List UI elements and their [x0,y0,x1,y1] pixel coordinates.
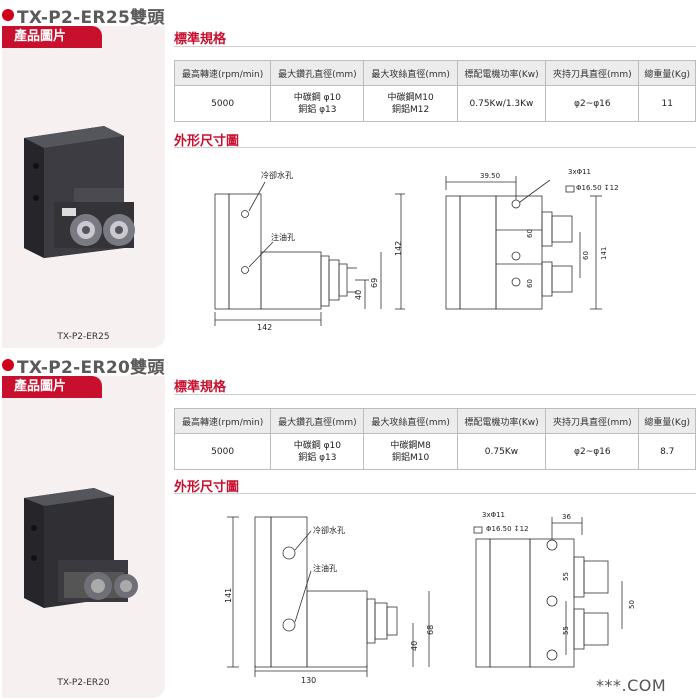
dim-40-label: 40 [410,641,419,651]
spec-table: 最高轉速(rpm/min) 最大鑽孔直徑(mm) 最大攻絲直徑(mm) 標配電機… [173,408,696,470]
photo-caption: TX-P2-ER25 [57,332,110,342]
dim-50-label: 50 [628,600,636,609]
oil-hole-label: 注油孔 [271,232,295,242]
spec-header-cell: 最高轉速(rpm/min) [173,408,272,434]
spec-heading: 標準規格 [174,380,227,395]
spec-header-cell: 最大鑽孔直徑(mm) [270,60,365,86]
spec-value-cell: 中碳鋼M10 銅鋁M12 [363,85,458,122]
dim-36-label: 36 [562,513,571,521]
oil-hole-label: 注油孔 [313,563,337,573]
spec-header-cell: 夾持刀具直徑(mm) [545,408,640,434]
dim-width-label: 142 [257,323,272,332]
dim-60-label: 60 [582,251,590,260]
coolant-hole-label: 冷卻水孔 [313,525,345,535]
spec-value-cell: 5000 [173,433,272,470]
spec-value-cell: 5000 [173,85,272,122]
spec-value-cell: 11 [638,85,696,122]
spec-header-cell: 最大攻絲直徑(mm) [363,60,458,86]
product-section-er20: TX-P2-ER20雙頭 產品圖片 TX-P2-ER20 標準規格 最高轉速(r… [0,350,700,700]
heading-divider [174,493,696,494]
heading-divider [174,147,696,148]
watermark-text: ***.COM [596,676,667,695]
dim-60-label: 60 [526,229,534,238]
spec-value-cell: 0.75Kw/1.3Kw [456,85,547,122]
hole-spec-label: 3xΦ11 [568,168,591,176]
photo-tab-label: 產品圖片 [2,26,102,48]
heading-divider [174,394,696,395]
dimension-heading: 外形尺寸圖 [174,134,240,149]
spec-value-cell: φ2~φ16 [545,85,640,122]
counterbore-label: Φ16.50 ↧12 [486,525,529,533]
front-view-drawing: 39.50 3xΦ11 Φ16.50 ↧12 60 60 60 141 [445,168,619,310]
spec-header-cell: 總重量(Kg) [638,60,696,86]
hole-spec-label: 3xΦ11 [482,511,505,519]
product-title-row: TX-P2-ER25雙頭 [2,4,165,28]
bullet-dot-icon [2,9,14,21]
spec-header-cell: 標配電機功率(Kw) [456,60,547,86]
product-photo-panel: 產品圖片 TX-P2-ER20 [2,376,165,698]
dim-60-label: 60 [526,279,534,288]
spec-value-cell: 中碳鋼 φ10 銅鋁 φ13 [270,85,365,122]
spec-value-row: 5000 中碳鋼 φ10 銅鋁 φ13 中碳鋼M10 銅鋁M12 0.75Kw/… [173,85,696,122]
product-title-row: TX-P2-ER20雙頭 [2,354,165,378]
dim-height-label: 141 [225,588,233,603]
spec-header-cell: 總重量(Kg) [638,408,696,434]
dim-55-label: 55 [562,572,570,581]
front-view-drawing: 3xΦ11 Φ16.50 ↧12 36 55 55 50 [473,511,636,668]
photo-caption: TX-P2-ER20 [57,678,110,688]
dim-69-label: 69 [370,278,379,288]
spec-value-cell: 8.7 [638,433,696,470]
product-title: TX-P2-ER20雙頭 [17,357,165,378]
spec-header-cell: 最大鑽孔直徑(mm) [270,408,365,434]
spec-header-cell: 最高轉速(rpm/min) [173,60,272,86]
side-view-drawing: 冷卻水孔 注油孔 142 142 69 40 [214,170,405,332]
spec-header-cell: 夾持刀具直徑(mm) [545,60,640,86]
product-section-er25: TX-P2-ER25雙頭 產品圖片 TX-P2-ER25 標準規格 [2,4,696,348]
dimension-heading: 外形尺寸圖 [174,480,240,495]
spec-value-cell: 中碳鋼 φ10 銅鋁 φ13 [270,433,365,470]
spec-header-row: 最高轉速(rpm/min) 最大鑽孔直徑(mm) 最大攻絲直徑(mm) 標配電機… [173,408,696,434]
spec-value-cell: 0.75Kw [456,433,547,470]
product-photo [24,126,135,258]
bullet-dot-icon [2,359,14,371]
spec-table: 最高轉速(rpm/min) 最大鑽孔直徑(mm) 最大攻絲直徑(mm) 標配電機… [173,60,696,122]
dim-width-label: 130 [301,676,316,685]
counterbore-label: Φ16.50 ↧12 [576,184,619,192]
spec-header-cell: 最大攻絲直徑(mm) [363,408,458,434]
spec-value-row: 5000 中碳鋼 φ10 銅鋁 φ13 中碳鋼M8 銅鋁M10 0.75Kw φ… [173,433,696,470]
spec-value-cell: φ2~φ16 [545,433,640,470]
heading-divider [174,46,696,47]
dim-40-label: 40 [354,290,363,300]
dim-39-label: 39.50 [480,172,500,180]
side-view-drawing: 冷卻水孔 注油孔 130 141 68 40 [225,516,435,685]
spec-heading: 標準規格 [174,32,227,47]
dim-141-label: 141 [600,247,608,260]
product-photo [24,488,138,608]
product-title: TX-P2-ER25雙頭 [17,7,165,28]
photo-tab-label: 產品圖片 [2,376,102,398]
product-photo-panel: 產品圖片 TX-P2-ER25 [2,26,165,348]
coolant-hole-label: 冷卻水孔 [261,170,293,180]
spec-header-row: 最高轉速(rpm/min) 最大鑽孔直徑(mm) 最大攻絲直徑(mm) 標配電機… [173,60,696,86]
dim-55-label: 55 [562,626,570,635]
dim-height-label: 142 [394,241,403,256]
spec-header-cell: 標配電機功率(Kw) [456,408,547,434]
spec-value-cell: 中碳鋼M8 銅鋁M10 [363,433,458,470]
dim-68-label: 68 [426,625,435,635]
